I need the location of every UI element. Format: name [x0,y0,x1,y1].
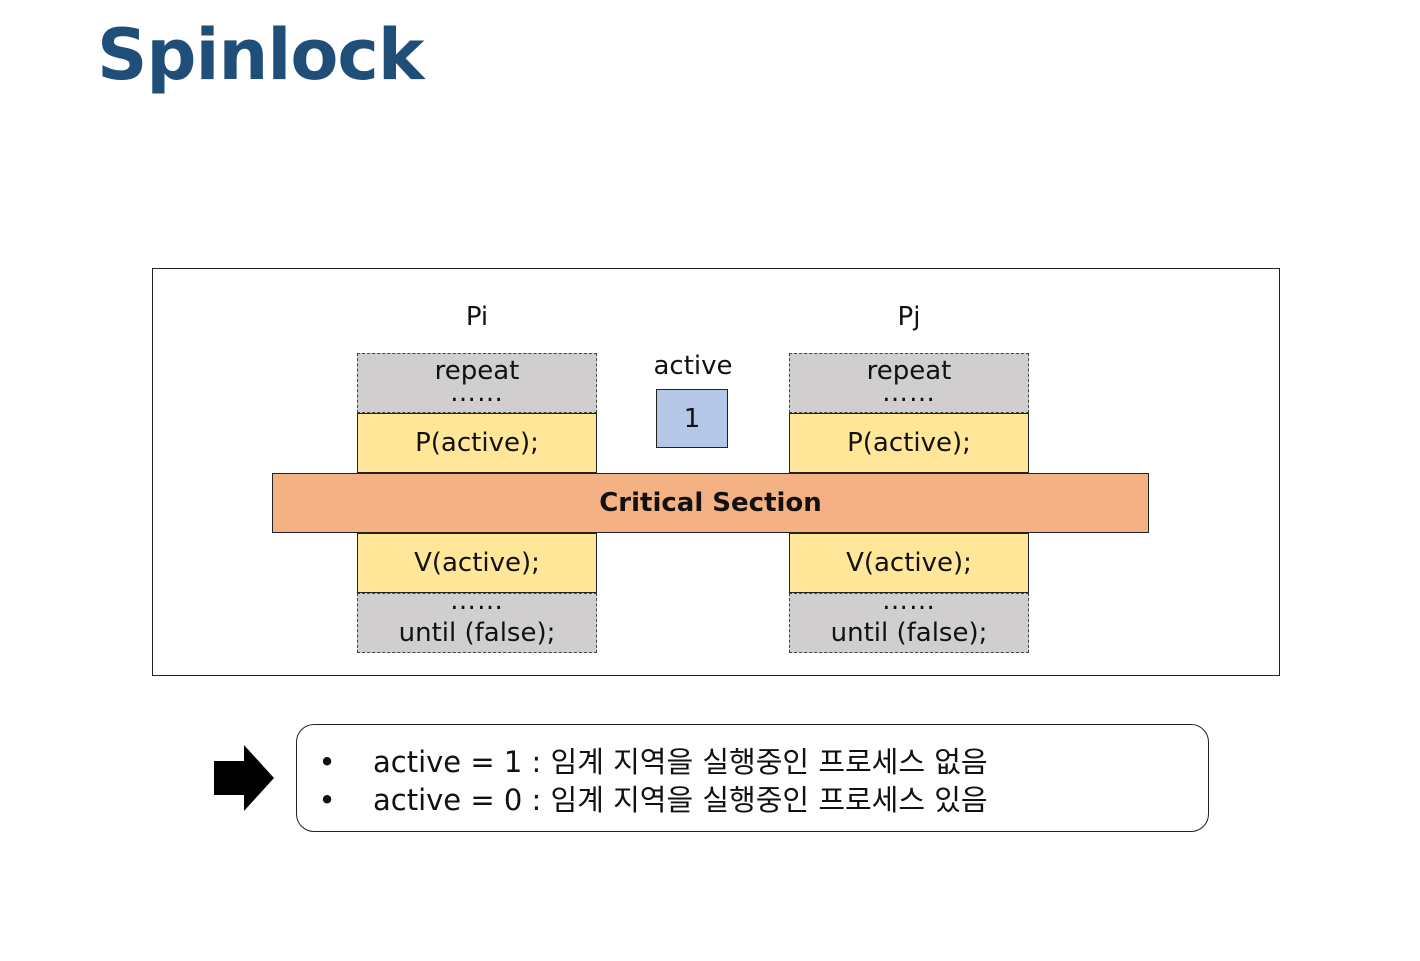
bullet-icon: • [318,745,336,779]
pi-until-text: until (false); [398,618,556,648]
pi-until-block: …… until (false); [357,586,597,653]
critical-section-bar: Critical Section [272,473,1149,533]
note-text-active-0: active = 0 : 임계 지역을 실행중인 프로세스 있음 [373,783,988,817]
pj-until-block: …… until (false); [789,586,1029,653]
pi-repeat-text: repeat [434,356,520,386]
pj-until-text: until (false); [830,618,988,648]
notes-box: • active = 1 : 임계 지역을 실행중인 프로세스 없음 • act… [296,724,1209,832]
right-arrow-icon [214,745,274,811]
note-text-active-1: active = 1 : 임계 지역을 실행중인 프로세스 없음 [373,745,988,779]
process-pj-label: Pj [897,302,921,332]
pj-ellipsis-bottom: …… [882,586,936,616]
pj-p-operation: P(active); [789,413,1029,473]
bullet-icon: • [318,783,336,817]
active-variable-label: active [653,351,733,381]
pj-repeat-text: repeat [866,356,952,386]
pi-repeat-block: repeat …… [357,353,597,413]
pj-repeat-block: repeat …… [789,353,1029,413]
pi-ellipsis-bottom: …… [450,586,504,616]
active-variable-value: 1 [656,389,728,448]
page-title: Spinlock [97,14,424,96]
pj-v-operation: V(active); [789,533,1029,593]
process-pi-label: Pi [465,302,489,332]
pi-p-operation: P(active); [357,413,597,473]
pi-ellipsis-top: …… [450,378,504,408]
pi-v-operation: V(active); [357,533,597,593]
pj-ellipsis-top: …… [882,378,936,408]
diagram-frame [152,268,1280,676]
